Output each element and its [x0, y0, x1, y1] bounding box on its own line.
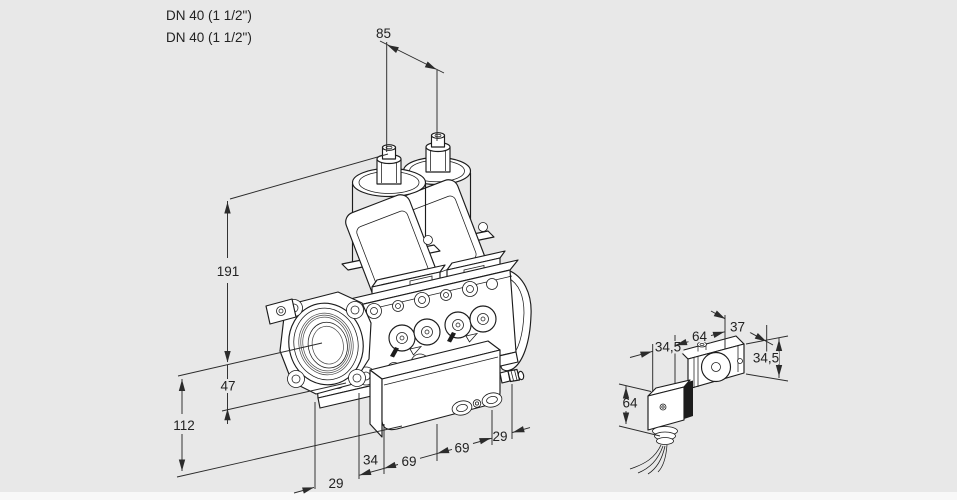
dn-label-top: DN 40 (1 1/2") — [166, 8, 252, 23]
dim-label-coil-depth: 37 — [730, 320, 745, 335]
dimension-191: 191 — [217, 153, 389, 363]
dim-label-69-right: 69 — [454, 441, 469, 456]
connector-plug — [647, 379, 693, 431]
connection-size-labels: DN 40 (1 1/2") DN 40 (1 1/2") — [166, 8, 252, 45]
dimension-coil-length-64: 64 — [674, 315, 726, 349]
regulator-unit — [369, 340, 525, 438]
coil-side-view: 34,5 64 37 34,5 — [618, 310, 789, 475]
pressure-tap-nipple — [499, 368, 525, 384]
dim-label-69-left: 69 — [401, 454, 416, 469]
dim-label-47: 47 — [220, 379, 235, 394]
dimension-112: 112 — [173, 379, 403, 478]
cable-gland — [629, 426, 678, 475]
dim-label-112: 112 — [173, 418, 195, 433]
dim-label-plug-height: 64 — [622, 396, 638, 411]
dimension-bottom-chain: 29 34 69 69 29 — [293, 384, 531, 494]
dim-label-coil-height: 34,5 — [753, 351, 779, 366]
dimension-coil-depth-37: 37 — [710, 310, 774, 353]
dimension-85: 85 — [376, 26, 445, 152]
dimension-plug-depth-34-5: 34,5 — [629, 335, 684, 392]
dn-label-bottom: DN 40 (1 1/2") — [166, 30, 252, 45]
dimension-plug-height-64: 64 — [618, 383, 661, 437]
side-bracket — [265, 298, 297, 325]
main-valve-view — [265, 132, 532, 438]
dim-label-191: 191 — [217, 264, 240, 279]
inlet-flange — [279, 291, 372, 395]
dim-label-29-right: 29 — [492, 429, 507, 444]
cable-wires — [629, 444, 668, 475]
dim-label-34: 34 — [363, 453, 379, 468]
dimension-coil-height-34-5: 34,5 — [745, 335, 789, 382]
dim-label-29-left: 29 — [328, 476, 343, 491]
dim-label-coil-length: 64 — [692, 329, 708, 344]
dim-label-plug-depth: 34,5 — [655, 340, 681, 355]
page-bottom-strip — [0, 492, 957, 500]
dim-label-85: 85 — [376, 26, 391, 41]
dimension-47: 47 — [177, 342, 347, 424]
